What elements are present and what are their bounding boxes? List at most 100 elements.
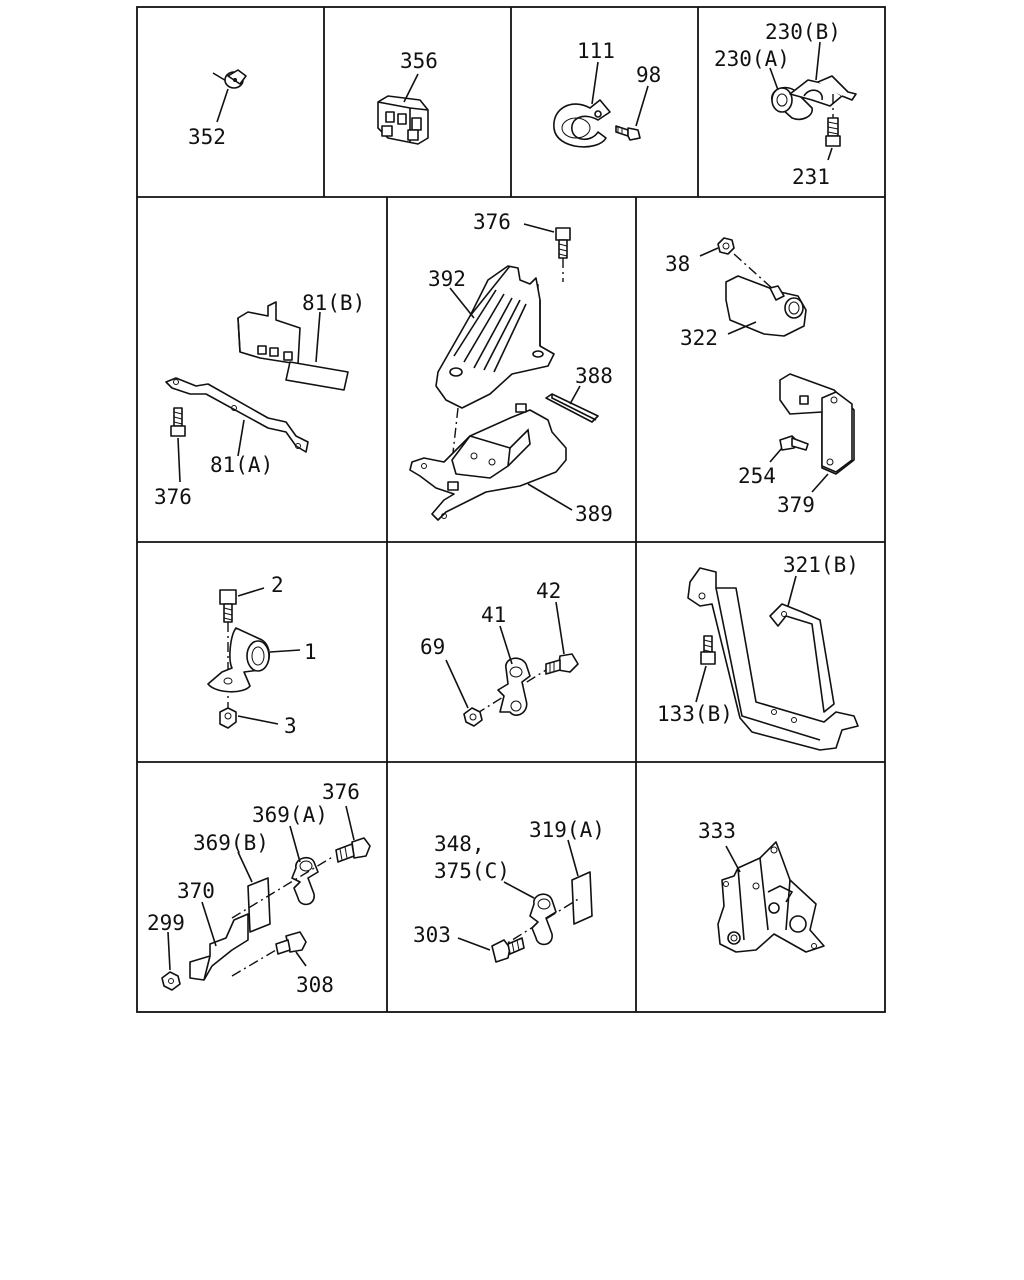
label-3: 3 xyxy=(284,714,297,738)
part-111-clamp xyxy=(553,99,611,148)
cell-1-2-3: 2 1 3 xyxy=(207,573,317,738)
label-303: 303 xyxy=(413,923,451,947)
label-308: 308 xyxy=(296,973,334,997)
part-322-bracket xyxy=(725,275,807,337)
label-356: 356 xyxy=(400,49,438,73)
leader-376c xyxy=(345,805,355,841)
part-254-bolt xyxy=(779,435,809,451)
label-319a: 319(A) xyxy=(529,818,605,842)
label-389: 389 xyxy=(575,502,613,526)
label-231: 231 xyxy=(792,165,830,189)
leader-81a xyxy=(237,419,245,457)
leader-1 xyxy=(269,649,301,653)
part-133b-bolt xyxy=(700,635,716,665)
part-389-base xyxy=(409,403,567,521)
label-81a: 81(A) xyxy=(210,453,273,477)
part-376-bolt-a xyxy=(170,407,186,437)
label-230b: 230(B) xyxy=(765,20,841,44)
leader-133b xyxy=(695,665,707,703)
part-319a-plate xyxy=(571,871,593,925)
leader-3 xyxy=(237,715,279,725)
label-392: 392 xyxy=(428,267,466,291)
label-375c: 375(C) xyxy=(434,859,510,883)
part-308-bolt xyxy=(275,931,307,955)
part-388-rod xyxy=(545,393,599,423)
leader-319a xyxy=(567,839,579,877)
part-356-block xyxy=(377,95,429,145)
cell-321b: 321(B) 133(B) xyxy=(657,553,859,751)
label-133b: 133(B) xyxy=(657,702,733,726)
leader-370 xyxy=(201,901,217,947)
label-2: 2 xyxy=(271,573,284,597)
leader-392 xyxy=(449,287,475,319)
part-376-bolt-b xyxy=(555,227,571,259)
leader-388 xyxy=(569,385,581,405)
label-81b: 81(B) xyxy=(302,291,365,315)
part-38-nut xyxy=(717,237,735,255)
part-376-bolt-c xyxy=(335,837,371,863)
label-376a: 376 xyxy=(154,485,192,509)
label-376b: 376 xyxy=(473,210,511,234)
leader-230a xyxy=(769,67,779,91)
cell-392-389: 376 392 388 389 xyxy=(409,210,613,526)
axis-322 xyxy=(733,253,775,291)
part-231-bolt xyxy=(825,117,841,147)
part-69-nut xyxy=(463,707,483,727)
label-370: 370 xyxy=(177,879,215,903)
grid-frame xyxy=(136,6,886,1013)
cell-348-319: 348, 375(C) 319(A) 303 xyxy=(413,818,605,963)
leader-389 xyxy=(527,483,573,511)
leader-299 xyxy=(167,931,171,971)
part-2-bolt xyxy=(219,589,237,623)
label-38: 38 xyxy=(665,252,690,276)
label-352: 352 xyxy=(188,125,226,149)
leader-369a xyxy=(289,825,301,863)
part-369b-plate xyxy=(247,877,271,933)
leader-38 xyxy=(699,247,719,257)
leader-230b xyxy=(815,41,821,81)
leader-81b xyxy=(315,311,321,363)
leader-369b xyxy=(237,851,253,883)
axis-370 xyxy=(231,949,277,977)
leader-303 xyxy=(457,937,491,951)
part-41-clip xyxy=(497,657,531,716)
label-333: 333 xyxy=(698,819,736,843)
part-81b-bracket xyxy=(237,301,301,365)
part-348-clip xyxy=(529,893,557,946)
part-392-pedal xyxy=(435,265,555,409)
part-230a-bushing xyxy=(771,86,813,121)
label-369a: 369(A) xyxy=(252,803,328,827)
cell-322-379: 38 322 254 379 xyxy=(665,237,855,517)
part-369a-clip xyxy=(291,856,319,906)
leader-111 xyxy=(591,61,599,105)
leader-356 xyxy=(403,73,419,103)
label-369b: 369(B) xyxy=(193,831,269,855)
part-81b-plate xyxy=(285,361,349,391)
cell-81: 81(B) 81(A) 376 xyxy=(154,291,365,509)
leader-231 xyxy=(827,147,833,161)
part-379-plate xyxy=(779,373,855,475)
part-3-nut xyxy=(219,707,237,729)
leader-254 xyxy=(769,447,783,463)
cell-41-42-69: 42 41 69 xyxy=(420,579,579,727)
part-1-clamp xyxy=(207,627,271,693)
leader-321b xyxy=(787,575,797,607)
label-299: 299 xyxy=(147,911,185,935)
leader-98 xyxy=(635,85,649,127)
label-348: 348, xyxy=(434,832,485,856)
cell-369-370: 376 369(A) 369(B) 370 299 308 xyxy=(147,780,371,997)
cell-356: 356 xyxy=(377,49,438,145)
label-111: 111 xyxy=(577,39,615,63)
leader-41 xyxy=(499,625,513,665)
label-1: 1 xyxy=(304,640,317,664)
leader-333 xyxy=(725,845,741,873)
cell-352: 352 xyxy=(188,69,247,149)
label-322: 322 xyxy=(680,326,718,350)
part-81a-bar xyxy=(165,377,309,453)
part-299-nut xyxy=(161,971,181,991)
label-41: 41 xyxy=(481,603,506,627)
part-370-bracket xyxy=(189,913,249,981)
part-303-bolt xyxy=(491,937,525,963)
leader-308 xyxy=(295,951,307,967)
leader-2 xyxy=(237,587,265,597)
